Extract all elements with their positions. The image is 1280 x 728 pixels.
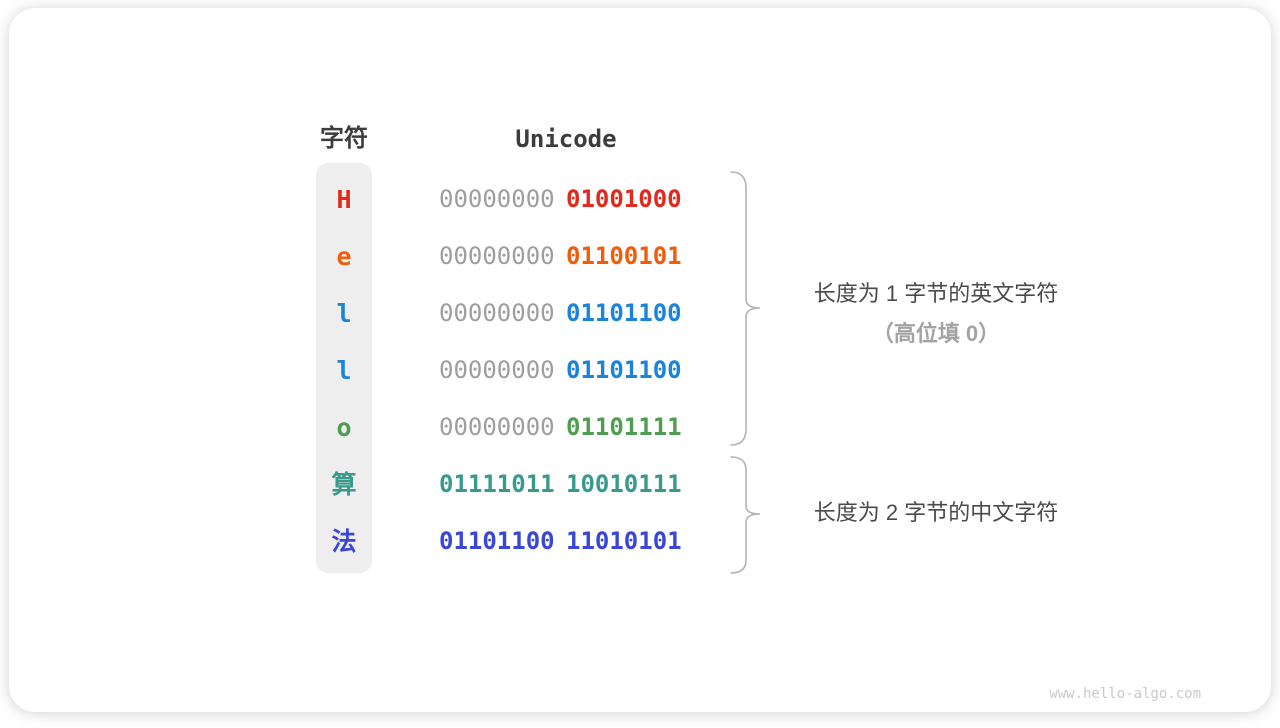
unicode-byte-high: 00000000: [439, 356, 555, 384]
table-row: H 00000000 01001000: [9, 171, 1280, 228]
annotation-english-chars: 长度为 1 字节的英文字符 （高位填 0）: [751, 276, 1121, 348]
table-row: l 00000000 01101100: [9, 285, 1280, 342]
unicode-byte-high: 01101100: [439, 527, 555, 555]
character-column-background: [316, 163, 372, 573]
annotation-chinese-line1: 长度为 2 字节的中文字符: [813, 500, 1059, 525]
table-row: 法 01101100 11010101: [9, 513, 1280, 570]
character-cell: 法: [331, 527, 357, 556]
column-header-character: 字符: [320, 125, 368, 152]
unicode-byte-low: 11010101: [566, 527, 682, 555]
character-cell: o: [336, 413, 352, 442]
table-row: 算 01111011 10010111: [9, 456, 1280, 513]
table-row: l 00000000 01101100: [9, 342, 1280, 399]
watermark-url: www.hello-algo.com: [1049, 686, 1201, 702]
unicode-byte-high: 00000000: [439, 185, 555, 213]
unicode-byte-high: 00000000: [439, 413, 555, 441]
unicode-byte-low: 01101111: [566, 413, 682, 441]
character-cell: 算: [331, 470, 357, 499]
annotation-english-line2: （高位填 0）: [871, 321, 1001, 346]
character-cell: l: [336, 356, 352, 385]
annotation-chinese-chars: 长度为 2 字节的中文字符: [751, 495, 1121, 527]
unicode-byte-high: 01111011: [439, 470, 555, 498]
unicode-byte-low: 10010111: [566, 470, 682, 498]
unicode-byte-low: 01100101: [566, 242, 682, 270]
character-cell: l: [336, 299, 352, 328]
unicode-byte-high: 00000000: [439, 299, 555, 327]
column-header-unicode: Unicode: [515, 125, 617, 153]
unicode-byte-low: 01101100: [566, 356, 682, 384]
table-row: o 00000000 01101111: [9, 399, 1280, 456]
unicode-byte-high: 00000000: [439, 242, 555, 270]
figure-card: 字符 Unicode H 00000000 01001000 e 0000000…: [9, 8, 1271, 712]
unicode-byte-low: 01101100: [566, 299, 682, 327]
character-cell: H: [336, 185, 352, 214]
table-row: e 00000000 01100101: [9, 228, 1280, 285]
character-cell: e: [336, 242, 352, 271]
annotation-english-line1: 长度为 1 字节的英文字符: [813, 281, 1059, 306]
unicode-byte-low: 01001000: [566, 185, 682, 213]
